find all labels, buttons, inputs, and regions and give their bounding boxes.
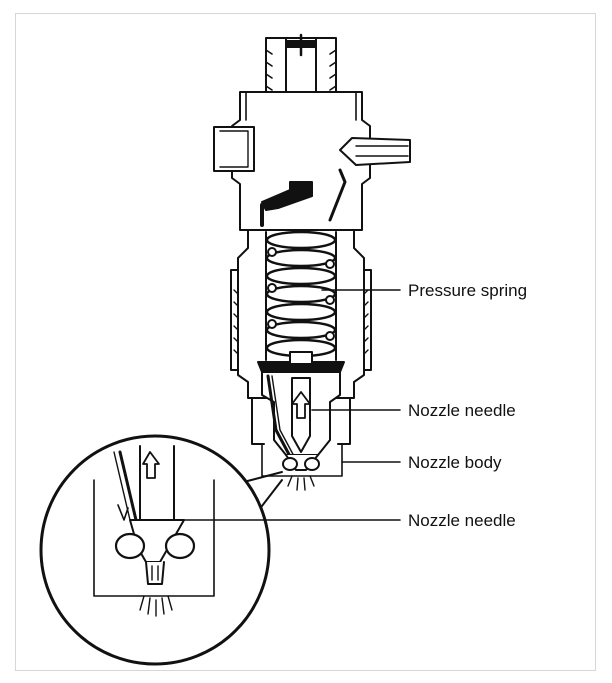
label-pressure-spring: Pressure spring <box>408 281 527 300</box>
fuel-passage <box>260 168 347 227</box>
label-nozzle-body: Nozzle body <box>408 453 502 472</box>
spray-lines-icon <box>287 475 315 491</box>
leader-lines <box>173 289 401 521</box>
magnified-view <box>39 434 283 666</box>
label-nozzle-needle-lower: Nozzle needle <box>408 511 516 530</box>
label-nozzle-needle-upper: Nozzle needle <box>408 401 516 420</box>
flow-arrow-up-icon <box>291 391 311 419</box>
pressure-spring <box>265 230 337 358</box>
nozzle-body <box>261 443 343 477</box>
spring-seat <box>257 351 345 373</box>
injector-upper-body <box>213 91 411 231</box>
